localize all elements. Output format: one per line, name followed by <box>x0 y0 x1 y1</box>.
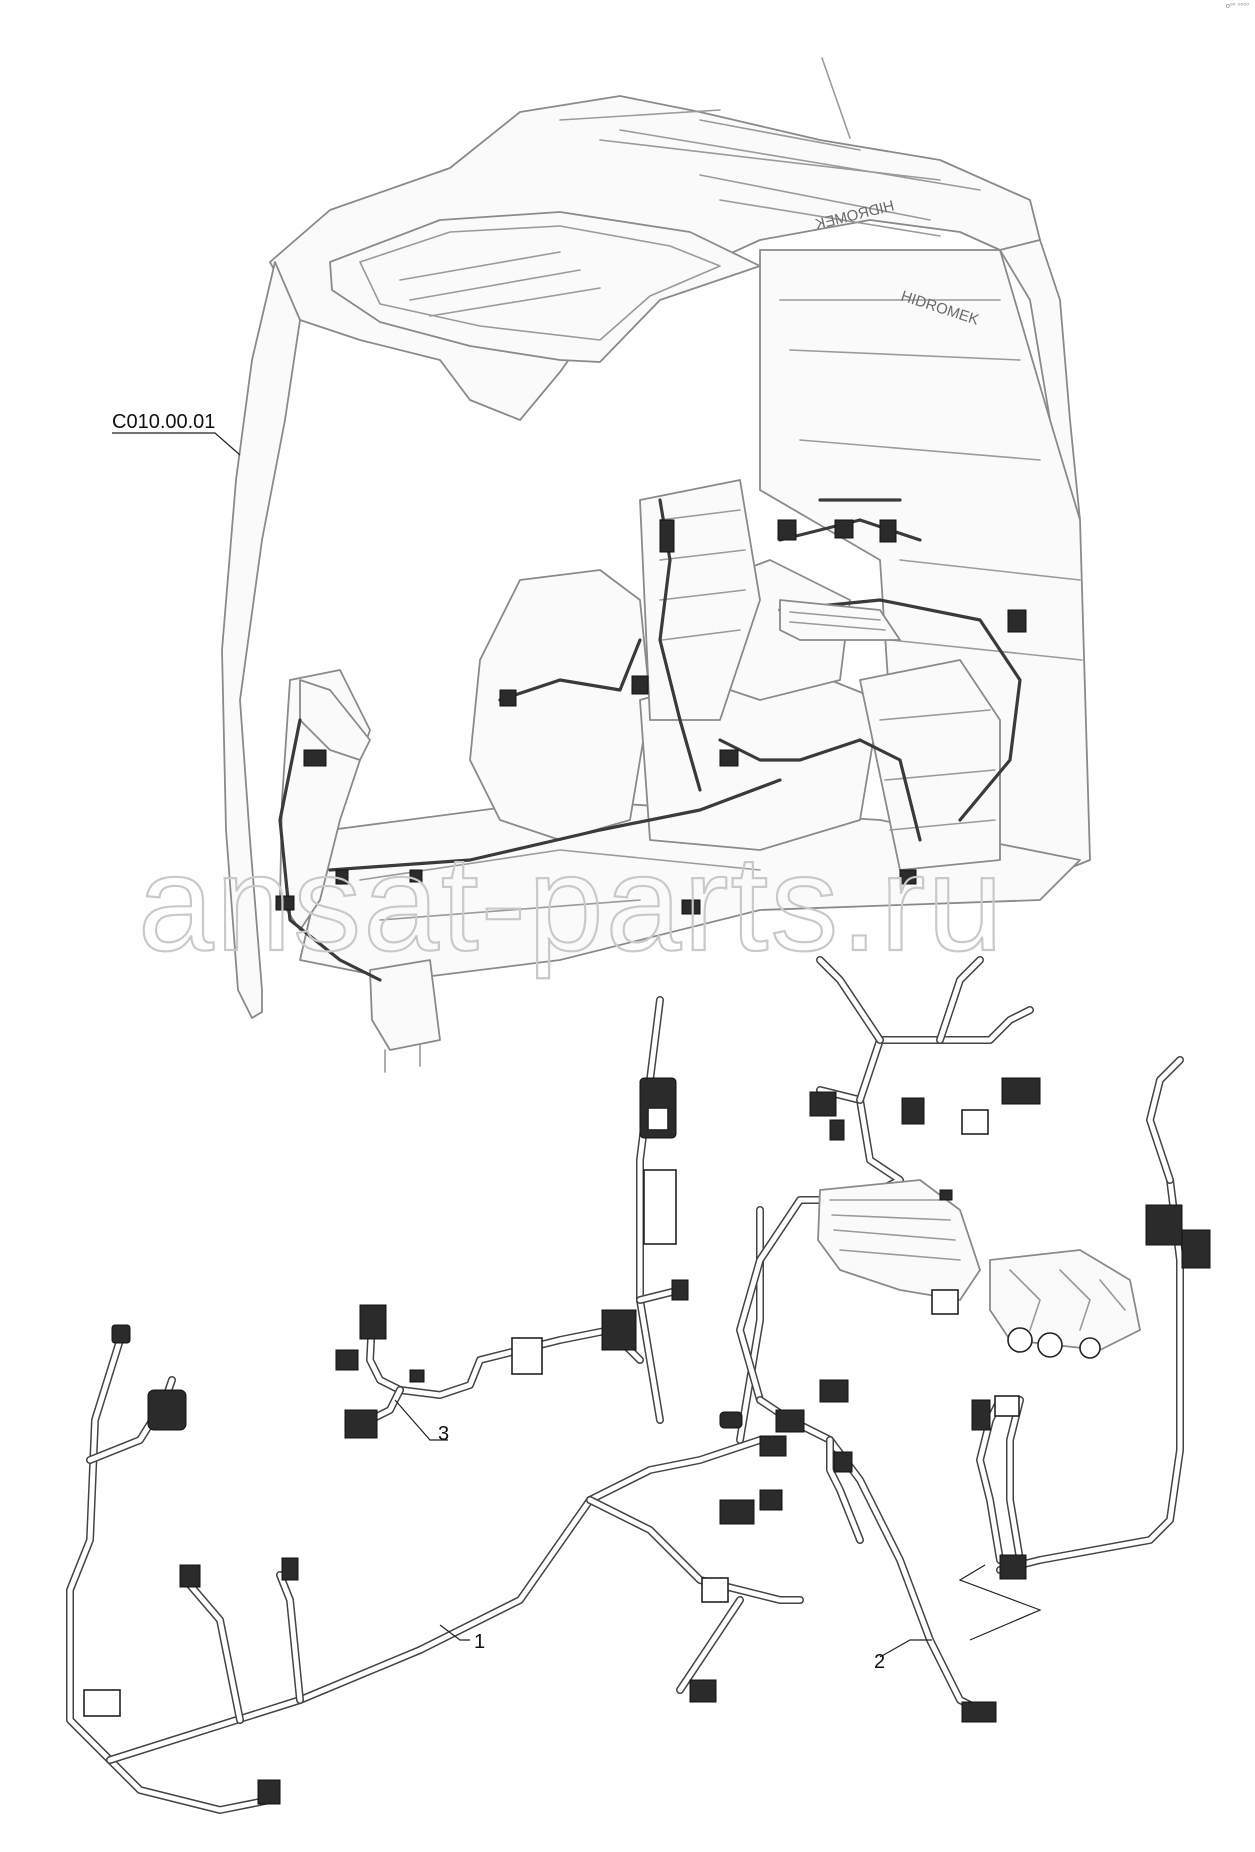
corner-mark: o⁰⁰ ⁰⁰⁰⁰ <box>1225 2 1249 10</box>
connector-pin <box>829 1119 845 1141</box>
connector-block <box>701 1577 729 1603</box>
cab-connector <box>899 869 917 885</box>
callout-3-label: 3 <box>438 1423 449 1445</box>
harness-2 <box>719 956 1211 1723</box>
connector-end <box>999 1554 1027 1580</box>
harness-1 <box>66 996 804 1814</box>
cab-connector <box>499 689 517 707</box>
connector-inline <box>719 1411 743 1429</box>
connector-pin <box>939 1189 953 1201</box>
connector-small <box>819 1379 849 1403</box>
connector-pin <box>409 1369 425 1383</box>
connector-ground <box>931 1289 959 1315</box>
connector-module <box>643 1169 677 1245</box>
cab-connector <box>777 519 797 541</box>
connector-strip <box>1001 1077 1041 1105</box>
callout-2-label: 2 <box>874 1651 885 1673</box>
cab-connector <box>631 675 649 695</box>
connector-small <box>335 1349 359 1371</box>
connector-sensor <box>994 1395 1020 1417</box>
connector-multipin <box>147 1389 187 1431</box>
connector-small <box>671 1279 689 1301</box>
callout-3: 3 <box>394 1399 449 1445</box>
connector-block <box>511 1337 543 1375</box>
connector-multipin <box>359 1304 387 1340</box>
operator-seat <box>469 569 651 841</box>
watermark: ansat-parts.ru <box>138 827 1005 979</box>
connector-small <box>281 1557 299 1581</box>
connector-cap <box>647 1107 669 1131</box>
connector-multipin <box>1181 1229 1211 1269</box>
cab-connector <box>834 519 854 539</box>
connector-small <box>809 1091 837 1117</box>
connector-end <box>689 1679 717 1703</box>
connector-end <box>257 1779 281 1805</box>
connector-small <box>759 1489 783 1511</box>
front-pillar-left <box>221 261 301 1019</box>
callout-1-label: 1 <box>474 1631 485 1653</box>
cab-connector <box>879 519 897 543</box>
connector-small <box>775 1409 805 1433</box>
reference-callout: C010.00.01 <box>112 411 241 456</box>
callout-2: 2 <box>874 1639 932 1673</box>
connector-small <box>833 1451 853 1473</box>
cab-connector <box>719 749 739 767</box>
connector-block <box>83 1689 121 1717</box>
cab-connector <box>275 895 295 911</box>
cab-connector <box>335 869 349 885</box>
cab-connector <box>659 519 675 553</box>
relay-block <box>989 1249 1141 1351</box>
reference-label: C010.00.01 <box>112 411 215 433</box>
connector-end <box>961 1701 997 1723</box>
cab-connector <box>1007 609 1027 633</box>
connector-small <box>179 1564 201 1588</box>
callout-1: 1 <box>439 1624 485 1653</box>
connector-end <box>759 1435 787 1457</box>
connector-multipin <box>1145 1204 1183 1246</box>
roof-hatch <box>329 211 761 363</box>
connector-small <box>901 1097 925 1125</box>
connector-block <box>601 1309 637 1351</box>
connector-small <box>344 1409 378 1439</box>
cab-assembly: HIDROMEK HIDROMEK <box>221 57 1091 1073</box>
connector-round <box>111 1324 131 1344</box>
connector-small <box>971 1399 991 1431</box>
antenna <box>821 57 851 139</box>
cab-connector <box>409 869 423 883</box>
connector-small <box>961 1109 989 1135</box>
cab-connector <box>681 899 701 915</box>
connector-small <box>719 1499 755 1525</box>
cab-connector <box>303 749 327 767</box>
fuse-box <box>817 1179 981 1301</box>
